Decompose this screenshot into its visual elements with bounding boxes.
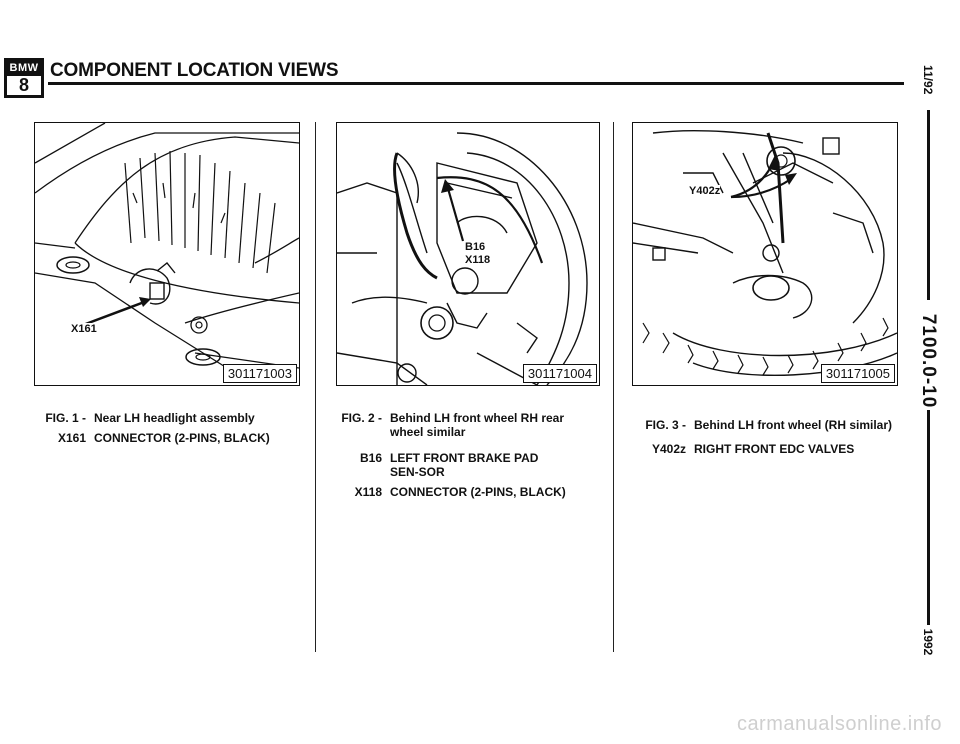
figure-description: Behind LH front wheel (RH similar) <box>694 418 893 432</box>
column-divider-2 <box>613 122 614 652</box>
legend-item: Y402z RIGHT FRONT EDC VALVES <box>622 442 922 456</box>
figure-2-caption: FIG. 2 - Behind LH front wheel RH rear w… <box>318 411 602 505</box>
callout-label: Y402z <box>689 185 721 197</box>
edc-valves-drawing <box>633 129 897 377</box>
figure-ref-number: 301171004 <box>522 364 597 383</box>
sidebar-rule-1 <box>927 110 930 300</box>
legend-description: CONNECTOR (2-PINS, BLACK) <box>94 431 270 445</box>
figure-3-illustration: Y402z 301171005 <box>632 122 898 386</box>
legend-description: RIGHT FRONT EDC VALVES <box>694 442 855 456</box>
figure-description: Behind LH front wheel RH rear wheel simi… <box>390 411 565 439</box>
legend-description: LEFT FRONT BRAKE PAD SEN-SOR <box>390 451 539 479</box>
callout-label: X161 <box>71 323 97 335</box>
sidebar-year: 1992 <box>921 628 935 656</box>
legend-description: CONNECTOR (2-PINS, BLACK) <box>390 485 566 499</box>
watermark: carmanualsonline.info <box>736 713 942 735</box>
figure-ref-number: 301171003 <box>222 364 297 383</box>
headlight-drawing <box>35 123 299 374</box>
sidebar-page-number: 7100.0-10 <box>918 313 939 409</box>
column-divider-1 <box>315 122 316 652</box>
figure-label: FIG. 1 - <box>45 411 86 425</box>
page-title: COMPONENT LOCATION VIEWS <box>50 60 339 81</box>
figure-description: Near LH headlight assembly <box>94 411 255 425</box>
legend-code: B16 <box>359 451 382 465</box>
sidebar-rule-2 <box>927 410 930 625</box>
figure-1-caption: FIG. 1 - Near LH headlight assembly X161… <box>22 411 302 451</box>
brake-caliper-drawing <box>337 132 588 385</box>
legend-item: X161 CONNECTOR (2-PINS, BLACK) <box>22 431 302 445</box>
legend-item: B16 LEFT FRONT BRAKE PAD SEN-SOR <box>318 451 602 479</box>
figure-1-illustration: X161 301171003 <box>34 122 300 386</box>
legend-code: X118 <box>354 485 382 499</box>
sidebar-date: 11/92 <box>921 65 935 95</box>
callout-label: X118 <box>465 254 491 266</box>
legend-code: X161 <box>57 431 86 445</box>
callout-label: B16 <box>465 241 486 253</box>
logo-bottom-text: 8 <box>18 75 29 95</box>
legend-item: X118 CONNECTOR (2-PINS, BLACK) <box>318 485 602 499</box>
figure-label: FIG. 3 - <box>645 418 686 432</box>
figure-2-illustration: B16 X118 301171004 <box>336 122 600 386</box>
bmw-logo: BMW 8 <box>4 58 44 98</box>
logo-top-text: BMW <box>7 61 41 76</box>
figure-label: FIG. 2 - <box>341 411 382 425</box>
title-rule <box>48 82 904 85</box>
figure-3-caption: FIG. 3 - Behind LH front wheel (RH simil… <box>622 418 922 462</box>
figure-ref-number: 301171005 <box>820 364 895 383</box>
legend-code: Y402z <box>651 442 686 456</box>
